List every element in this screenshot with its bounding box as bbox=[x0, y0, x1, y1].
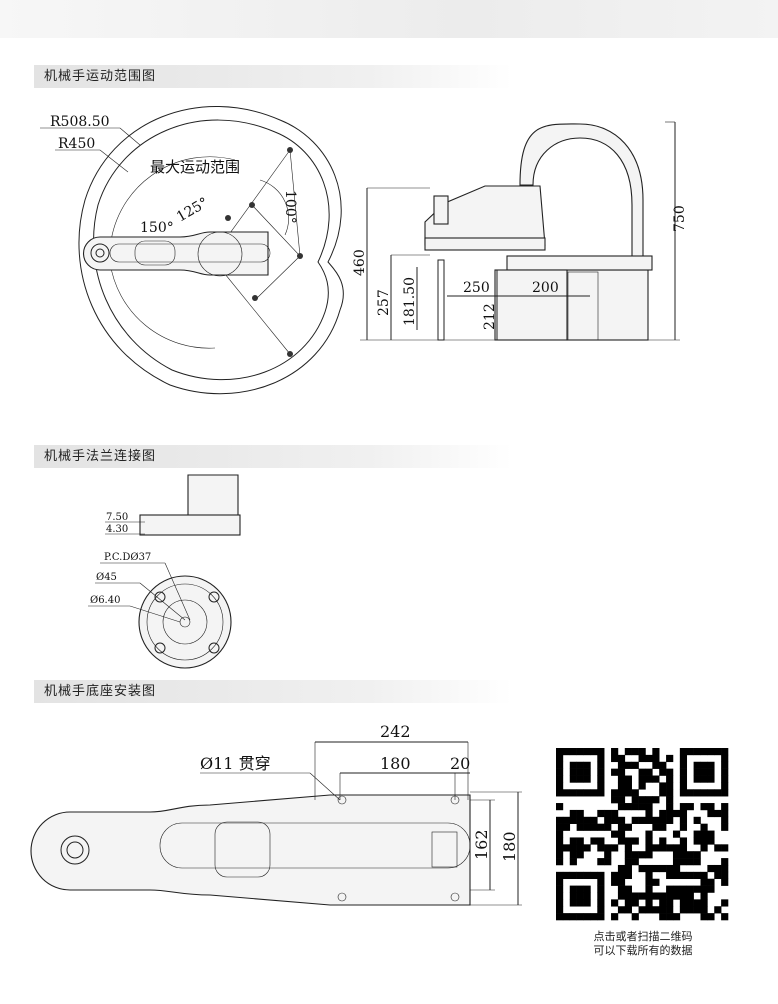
base-mount-drawing: Ø11 贯穿 242 180 20 162 180 bbox=[30, 722, 522, 906]
length-200-label: 200 bbox=[532, 280, 559, 296]
mount-hole-label: Ø11 贯穿 bbox=[200, 754, 271, 773]
length-250-label: 250 bbox=[463, 280, 490, 296]
width-20-label: 20 bbox=[450, 754, 470, 773]
qr-code[interactable] bbox=[556, 748, 729, 921]
qr-caption-line1: 点击或者扫描二维码 bbox=[593, 930, 693, 943]
radius-inner-label: R450 bbox=[58, 136, 95, 152]
section-title-flange: 机械手法兰连接图 bbox=[34, 445, 512, 468]
height-212-label: 212 bbox=[482, 303, 498, 330]
height-180-label: 180 bbox=[500, 831, 519, 862]
max-range-label: 最大运动范围 bbox=[150, 158, 240, 176]
width-242-label: 242 bbox=[380, 722, 411, 741]
angle-125-label: 125° bbox=[174, 195, 211, 226]
radius-outer-label: R508.50 bbox=[50, 114, 110, 130]
diameter-6-40-label: Ø6.40 bbox=[90, 595, 120, 606]
flange-4-30-label: 4.30 bbox=[106, 524, 128, 535]
stroke-181-label: 181.50 bbox=[402, 277, 418, 326]
section-title-motion-range: 机械手运动范围图 bbox=[34, 65, 512, 88]
flange-drawing: 7.50 4.30 P.C.DØ37 Ø45 Ø6.40 bbox=[88, 474, 241, 669]
height-162-label: 162 bbox=[472, 829, 491, 860]
flange-7-50-label: 7.50 bbox=[106, 512, 128, 523]
qr-caption-line2: 可以下载所有的数据 bbox=[593, 944, 693, 957]
angle-100-label: 100° bbox=[282, 190, 298, 224]
angle-150-label: 150° bbox=[140, 220, 174, 236]
height-750-label: 750 bbox=[672, 205, 688, 232]
width-180-label: 180 bbox=[380, 754, 411, 773]
pcd-label: P.C.DØ37 bbox=[104, 552, 151, 563]
diameter-45-label: Ø45 bbox=[96, 572, 117, 583]
header-band bbox=[0, 0, 778, 38]
section-title-base-mount: 机械手底座安装图 bbox=[34, 680, 512, 703]
motion-range-top-view: R508.50 R450 最大运动范围 150° 125° 100° bbox=[40, 106, 344, 395]
height-460-label: 460 bbox=[352, 249, 368, 276]
height-257-label: 257 bbox=[376, 289, 392, 316]
motion-range-side-view: 750 460 257 181.50 212 250 200 bbox=[352, 121, 688, 341]
